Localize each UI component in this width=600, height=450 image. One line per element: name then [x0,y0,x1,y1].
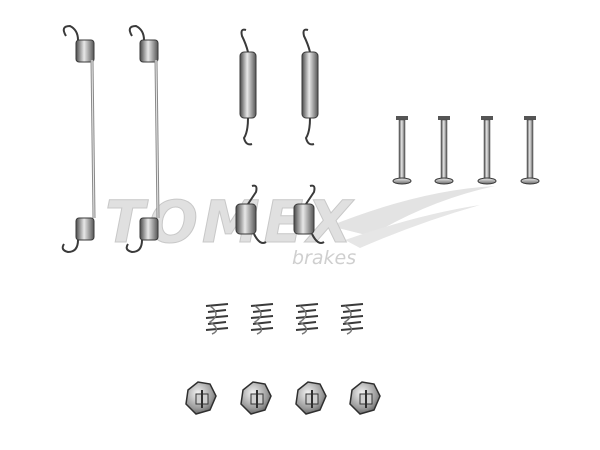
long-return-spring-1 [61,24,96,254]
coil-spring-1 [205,303,229,335]
retainer-cap-3 [295,381,327,415]
retainer-cap-2 [240,381,272,415]
watermark-swoosh-2 [345,205,480,248]
long-return-spring-2 [125,24,160,254]
tension-spring-2 [301,28,319,146]
watermark-brand-text: TOMEX [105,188,356,256]
watermark-swoosh [330,186,495,236]
brand-watermark: TOMEX brakes [105,186,495,269]
short-spring-2 [293,184,325,244]
short-spring-1 [235,184,267,244]
hold-down-pin-2 [434,116,454,185]
watermark-sub-text: brakes [292,247,356,269]
tension-spring-1 [239,28,257,146]
coil-spring-4 [340,303,364,335]
hold-down-pin-3 [477,116,497,185]
retainer-cap-1 [185,381,217,415]
coil-spring-2 [250,303,274,335]
hold-down-pin-1 [392,116,412,185]
hold-down-pin-4 [520,116,540,185]
retainer-cap-4 [349,381,381,415]
coil-spring-3 [295,303,319,335]
